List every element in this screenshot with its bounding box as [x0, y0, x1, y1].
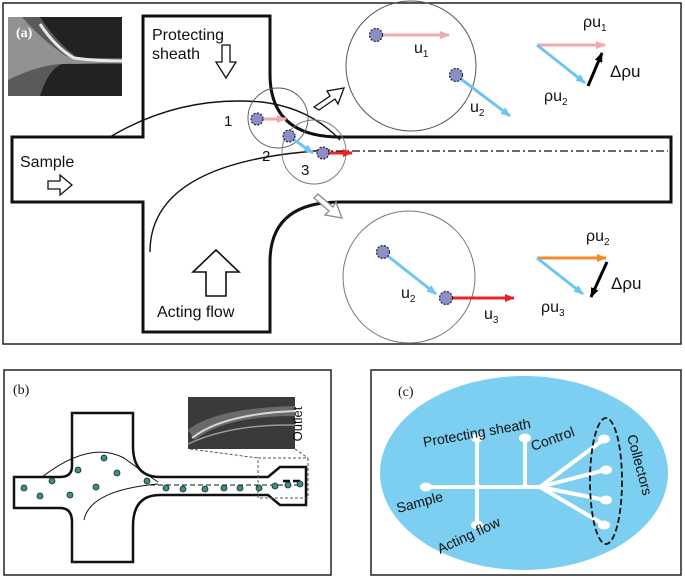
- panel-a-zoom-circle-top: [345, 0, 477, 132]
- bead: [74, 466, 82, 474]
- panel-a-zoom-particle-2: [448, 67, 464, 83]
- panel-b-inset-image: [187, 397, 296, 449]
- panel-a-sheath-label-1: Protecting: [152, 27, 224, 44]
- bead: [284, 481, 292, 489]
- panel-a-particle-1: [250, 112, 264, 126]
- bead: [271, 482, 279, 490]
- panel-a-zoom-particle-1: [368, 27, 384, 43]
- panel-b-zoom-box: [257, 457, 309, 499]
- panel-a-sheath-arrow: [214, 44, 238, 80]
- panel-a-inset-image: [8, 17, 123, 96]
- bead: [100, 454, 108, 462]
- panel-c-collectors-outline: [589, 417, 623, 545]
- panel-a-acting-arrow: [191, 248, 241, 297]
- panel-b-streamline-lower: [83, 483, 159, 521]
- panel-c-label: (c): [398, 385, 414, 400]
- panel-a-delta-bottom-label: Δρu: [611, 274, 641, 293]
- bead: [255, 484, 263, 492]
- panel-b-label: (b): [13, 383, 30, 398]
- panel-b-zoom-line-1: [189, 448, 259, 459]
- panel-a-particle-2: [282, 129, 296, 143]
- panel-b-outlet-label: Outlet: [290, 406, 305, 441]
- bead: [92, 483, 100, 491]
- bead: [113, 469, 121, 477]
- panel-a-callout-arrow-top: [312, 87, 346, 111]
- panel-a-u2-top-label: u2: [470, 99, 485, 119]
- panel-a-zoom-particle-2b: [375, 244, 391, 260]
- panel-b-zoom-line-2: [294, 448, 309, 459]
- panel-a-magnifier-1: [247, 87, 309, 149]
- bead: [296, 480, 304, 488]
- panel-b-channel: [12, 411, 308, 564]
- panel-a-particle-3: [316, 146, 330, 160]
- panel-c-ports: [420, 433, 612, 530]
- panel-a-triangle-bottom-rho-u3: [536, 256, 584, 296]
- panel-a-rho-u1-label: ρu1: [583, 14, 607, 34]
- panel-b-beads: [20, 454, 304, 500]
- panel-a-sheath-label-2: sheath: [152, 46, 200, 63]
- panel-a-point-2-label: 2: [262, 148, 270, 165]
- panel-a-sample-label: Sample: [20, 154, 74, 171]
- panel-a-acting-label: Acting flow: [157, 304, 235, 321]
- panel-a-rho-u3-label: ρu3: [541, 299, 565, 319]
- bead: [66, 491, 74, 499]
- bead: [162, 484, 170, 492]
- bead: [36, 492, 44, 500]
- bead: [143, 477, 151, 485]
- panel-a-triangle-bottom-delta: [589, 261, 609, 298]
- panel-a-point-1-label: 1: [224, 113, 232, 130]
- panel-a-triangle-top-rho-u2: [536, 43, 586, 85]
- panel-a-channel: [10, 14, 673, 334]
- panel-a-zoom-circle-bottom: [342, 210, 476, 344]
- panel-a-vector-u2-top: [456, 74, 511, 118]
- panel-a-rho-u2-bottom-label: ρu2: [586, 228, 610, 248]
- bead: [201, 485, 209, 493]
- panel-a-u1-label: u1: [414, 40, 429, 60]
- bead: [236, 484, 244, 492]
- panel-b-streamline-upper: [41, 451, 159, 483]
- panel-a-u3-label: u3: [484, 306, 499, 326]
- bead: [20, 484, 28, 492]
- panel-a-u2-bottom-label: u2: [401, 285, 416, 305]
- panel-a-delta-top-label: Δρu: [610, 62, 640, 81]
- panel-a-vector-u2-bottom: [383, 251, 437, 296]
- bead: [220, 484, 228, 492]
- panel-a-triangle-top-delta: [586, 52, 604, 87]
- panel-a-streamline-upper: [109, 100, 341, 141]
- bead: [179, 485, 187, 493]
- bead: [48, 477, 56, 485]
- panel-c-channels: [424, 438, 607, 526]
- panel-a-rho-u2-top-label: ρu2: [544, 88, 568, 108]
- panel-a-point-3-label: 3: [301, 162, 309, 179]
- panel-a-callout-arrow-bottom: [313, 193, 344, 219]
- panel-a-label: (a): [16, 26, 33, 41]
- panel-a-streamline-lower: [149, 149, 331, 253]
- panel-a-zoom-particle-3: [438, 290, 454, 306]
- panel-a-sample-arrow: [47, 173, 74, 197]
